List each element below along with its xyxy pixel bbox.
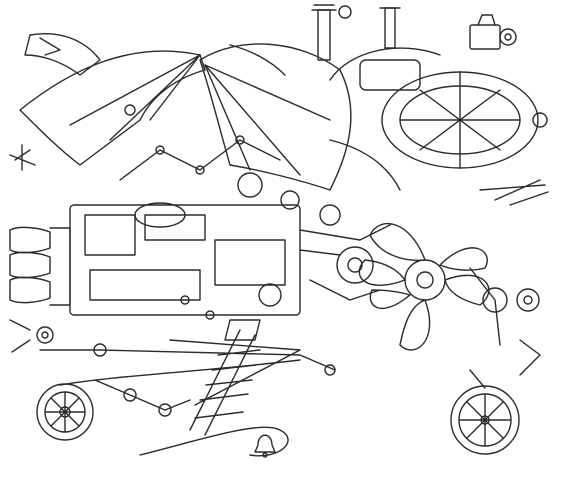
airship-gondola <box>329 47 548 169</box>
front-wheel <box>450 179 549 455</box>
bat-wing-left <box>9 33 206 171</box>
bell <box>254 434 276 458</box>
ski-runners <box>39 329 336 457</box>
engine-block <box>69 104 401 341</box>
camera-on-top <box>469 14 517 50</box>
propeller-fan <box>358 222 490 351</box>
rear-wheel <box>36 379 191 441</box>
bat-wing-right <box>199 43 352 191</box>
chimney <box>311 4 401 61</box>
pivot-details <box>9 5 352 376</box>
